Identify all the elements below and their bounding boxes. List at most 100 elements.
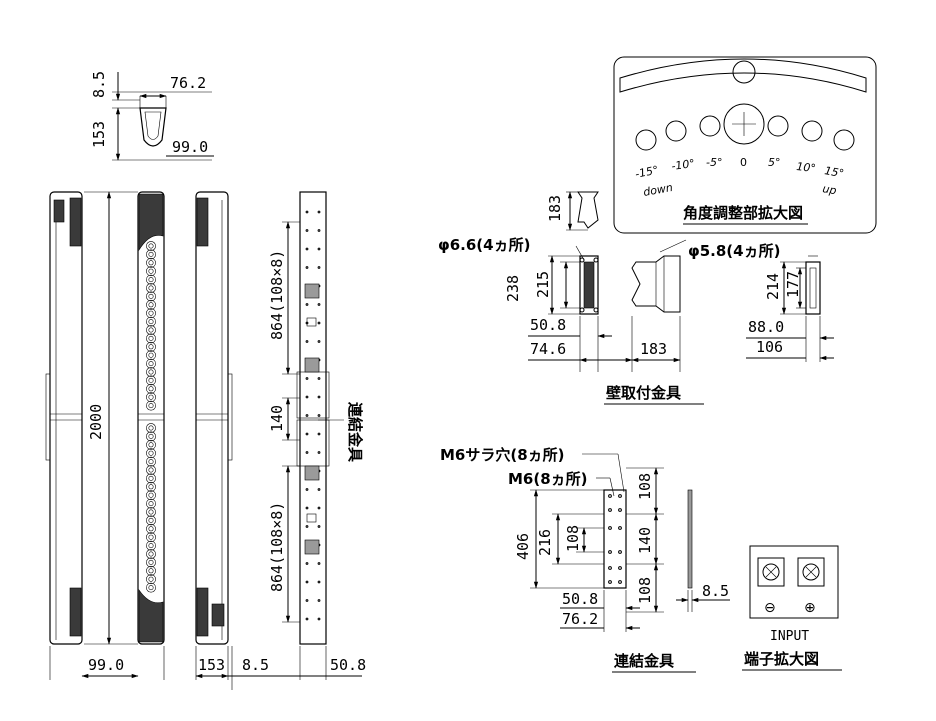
jb-dim-108-top: 108 <box>636 473 654 500</box>
speaker-cap <box>148 551 154 557</box>
joint-140-label: 140 <box>268 405 286 432</box>
front-view-speakers <box>137 191 165 645</box>
speaker-cone <box>146 481 156 492</box>
speaker-cap <box>148 369 154 375</box>
joint-bracket-hole <box>618 580 622 584</box>
terminal-detail-title: 端子拡大図 <box>744 650 819 668</box>
jb-dim-216: 216 <box>536 529 554 556</box>
speaker-cone <box>146 439 156 450</box>
rear-hole <box>305 340 309 343</box>
speaker-cone <box>146 515 156 526</box>
speaker-cap <box>148 585 154 591</box>
speaker-cap <box>148 568 154 574</box>
speaker-cone <box>146 350 156 361</box>
joint-bracket-hole <box>608 580 612 584</box>
wb-dim-50-8: 50.8 <box>530 316 566 334</box>
rear-hole <box>305 432 309 436</box>
speaker-cap <box>148 352 154 358</box>
jb-dim-76-2: 76.2 <box>562 610 598 628</box>
rear-hole <box>317 321 321 325</box>
speaker-cap <box>148 243 154 249</box>
rear-hole <box>317 617 321 621</box>
speaker-cap <box>148 268 154 274</box>
rear-hole <box>305 488 309 491</box>
speaker-cap <box>148 475 154 481</box>
rear-hole <box>317 488 321 491</box>
speaker-cone <box>146 266 156 277</box>
speaker-cone <box>146 557 156 568</box>
speaker-cone <box>146 523 156 534</box>
speaker-cap <box>148 467 154 473</box>
speaker-cone <box>146 316 156 327</box>
joint-bracket-side <box>687 489 693 589</box>
speaker-array-upper <box>146 241 156 411</box>
speaker-cone <box>146 473 156 484</box>
terminal-input-label: INPUT <box>770 629 809 644</box>
speaker-cone <box>146 582 156 593</box>
rear-hole <box>317 229 321 232</box>
speaker-cap <box>148 327 154 333</box>
jb-dim-8-5: 8.5 <box>702 582 729 600</box>
speaker-cone <box>146 400 156 411</box>
speaker-cone <box>146 367 156 377</box>
speaker-cap <box>148 501 154 507</box>
rear-hole <box>317 377 321 380</box>
jb-m6: M6(8ヵ所) <box>508 470 588 488</box>
wb-dim-177: 177 <box>784 271 802 298</box>
speaker-cap <box>148 576 154 582</box>
wb-dim-74-6: 74.6 <box>530 340 566 358</box>
rear-hole <box>305 562 309 565</box>
speaker-cap <box>148 484 154 490</box>
rear-hole <box>305 525 309 528</box>
speaker-cone <box>146 333 156 344</box>
rear-hole <box>317 266 321 269</box>
speaker-cone <box>146 325 156 335</box>
joint-bracket-hole <box>608 566 612 570</box>
jb-m6-countersunk: M6サラ穴(8ヵ所) <box>440 446 565 464</box>
speaker-cone <box>146 549 156 559</box>
rear-hole <box>305 377 309 380</box>
rear-logo <box>211 603 225 627</box>
joint-bracket-title: 連結金具 <box>614 652 674 670</box>
speaker-cap <box>148 260 154 266</box>
rear-hole <box>305 303 309 306</box>
terminal-plus-screw <box>802 563 820 581</box>
rear-hole <box>305 229 309 232</box>
speaker-cap <box>148 492 154 498</box>
speaker-cap <box>148 450 154 456</box>
wb-hole-5-8: φ5.8(4ヵ所) <box>688 242 780 260</box>
speaker-cap <box>148 319 154 325</box>
speaker-cone <box>146 383 156 394</box>
wb-dim-214: 214 <box>764 273 782 300</box>
speaker-cone <box>146 448 156 459</box>
speaker-cone <box>146 291 156 302</box>
joint-bracket-hole <box>618 566 622 570</box>
speaker-cone <box>146 532 156 543</box>
speaker-cone <box>146 308 156 319</box>
joint-bracket-holes <box>608 494 622 584</box>
side-logo <box>53 199 65 223</box>
speaker-cone <box>146 498 156 509</box>
angle-minus-10: -10° <box>671 157 696 173</box>
jb-dim-50-8: 50.8 <box>562 590 598 608</box>
rear-hole <box>317 432 321 436</box>
angle-5: 5° <box>768 156 781 169</box>
joint-bracket-hole <box>618 508 622 512</box>
wb-dim-106: 106 <box>756 338 783 356</box>
speaker-cap <box>148 361 154 367</box>
wb-dim-88-0: 88.0 <box>748 318 784 336</box>
rear-hole <box>305 247 309 251</box>
joint-bracket-hole <box>608 550 612 554</box>
speaker-cone <box>146 299 156 310</box>
speaker-cap <box>148 403 154 409</box>
top-dim-99: 99.0 <box>172 138 208 156</box>
speaker-cap <box>148 543 154 549</box>
angle-minus-5: -5° <box>706 156 722 169</box>
top-dim-153: 153 <box>90 121 108 148</box>
wb-hole-6-6: φ6.6(4ヵ所) <box>438 236 530 254</box>
speaker-cone <box>146 465 156 475</box>
speaker-cone <box>146 249 156 260</box>
jb-dim-406: 406 <box>514 533 532 560</box>
height-2000-label: 2000 <box>87 404 105 440</box>
